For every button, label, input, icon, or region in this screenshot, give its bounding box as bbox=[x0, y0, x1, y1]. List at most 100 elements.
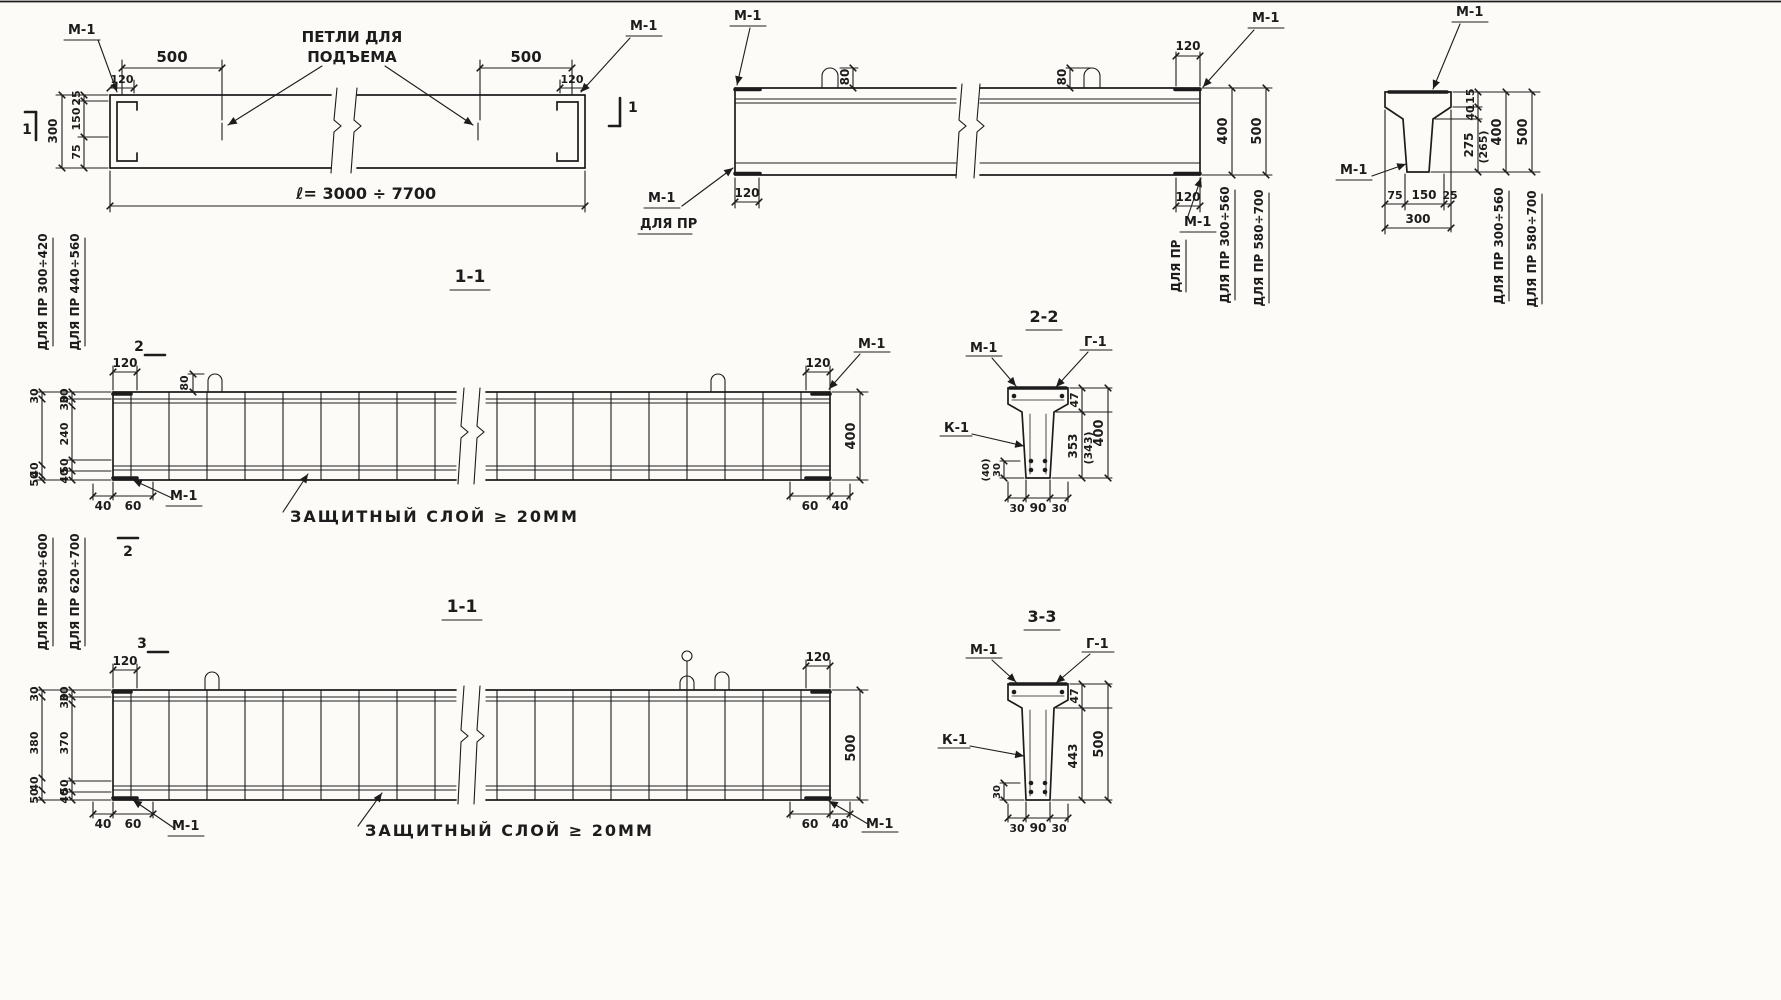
dim-label: 120 bbox=[112, 654, 137, 668]
cage-lines bbox=[1011, 399, 1065, 475]
dim-label: 40 bbox=[95, 499, 112, 513]
dim-label: 30 bbox=[58, 388, 71, 404]
embed-mark-label: М-1 bbox=[630, 19, 657, 34]
dim-label: 120 bbox=[805, 650, 830, 664]
dim-label: 25 bbox=[70, 90, 83, 105]
lifting-loop-left bbox=[821, 67, 839, 89]
dim-label: 120 bbox=[561, 73, 584, 86]
reinforcement-lines bbox=[112, 650, 831, 805]
cut-mark-number: 2 bbox=[123, 544, 133, 560]
lift-loops-leader-left bbox=[227, 65, 323, 126]
dim-label: 30 bbox=[992, 785, 1003, 799]
embed-mark-label: М-1 bbox=[170, 489, 197, 504]
embed-mark-label: М-1 bbox=[858, 337, 885, 352]
section-outline bbox=[1007, 683, 1069, 801]
applicability-note: ДЛЯ ПР 580÷700 bbox=[1252, 189, 1266, 306]
dim-label: 30 bbox=[1051, 502, 1067, 515]
embed-plate-left bbox=[116, 101, 138, 162]
section-title: 2-2 bbox=[1030, 307, 1059, 326]
dim-label: 60 bbox=[802, 499, 819, 513]
dim-label: 30 bbox=[58, 693, 71, 709]
dim-label: 47 bbox=[1068, 392, 1081, 407]
dimensions bbox=[939, 349, 1113, 503]
embed-mark-label: М-1 bbox=[1340, 163, 1367, 178]
dimensions bbox=[35, 537, 899, 837]
dim-label: 300 bbox=[1405, 212, 1430, 226]
rebar-dots bbox=[1011, 393, 1065, 473]
embed-mark-label: М-1 bbox=[970, 341, 997, 356]
for-pr-note: ДЛЯ ПР bbox=[1169, 239, 1183, 292]
lifting-loop-right bbox=[1083, 67, 1101, 89]
dim-label: 380 bbox=[28, 731, 41, 754]
dim-label: 90 bbox=[1030, 501, 1047, 515]
dim-label: 40 bbox=[58, 788, 71, 804]
dim-label: 40 bbox=[95, 817, 112, 831]
cover-note: ЗАЩИТНЫЙ СЛОЙ ≥ 20ММ bbox=[290, 507, 579, 526]
dim-label: 400 bbox=[1216, 117, 1231, 144]
reinforcement-lines bbox=[112, 373, 831, 485]
embed-mark-label: М-1 bbox=[648, 191, 675, 206]
dim-label: 120 bbox=[112, 356, 137, 370]
dim-label: 300 bbox=[46, 118, 60, 143]
dim-label: (343) bbox=[1082, 431, 1095, 464]
rebar-dots bbox=[1011, 689, 1065, 795]
cut-marks bbox=[116, 353, 167, 540]
section-title: 1-1 bbox=[447, 597, 478, 617]
dim-label: 30 bbox=[1009, 822, 1025, 835]
dim-label: 500 bbox=[1250, 117, 1265, 144]
dim-label: 80 bbox=[838, 69, 852, 86]
dim-label: 80 bbox=[178, 375, 191, 391]
embed-mark-label: М-1 bbox=[1184, 215, 1211, 230]
embed-mark-label: М-1 bbox=[68, 23, 95, 38]
section-outline bbox=[1007, 387, 1069, 479]
section-outline bbox=[1384, 91, 1452, 173]
cage-mark-label: К-1 bbox=[944, 421, 969, 436]
dim-label: 75 bbox=[1387, 189, 1402, 202]
dim-label: 30 bbox=[1009, 502, 1025, 515]
dim-label: 50 bbox=[28, 788, 41, 804]
dim-label: 80 bbox=[1055, 69, 1069, 86]
applicability-note: ДЛЯ ПР 300÷420 bbox=[36, 233, 50, 350]
dim-label: (40) bbox=[981, 458, 992, 481]
dim-label: 500 bbox=[1092, 730, 1107, 757]
beam-outline bbox=[112, 391, 831, 481]
dim-label: 30 bbox=[28, 388, 41, 404]
dim-label: 353 bbox=[1066, 433, 1080, 458]
fixator-circle bbox=[681, 650, 693, 662]
m1-right-leader bbox=[580, 37, 631, 93]
dim-label: 400 bbox=[1092, 419, 1107, 446]
plan-cut-marks bbox=[23, 96, 622, 142]
dim-label: 500 bbox=[510, 48, 541, 66]
dim-label: 30 bbox=[58, 395, 71, 411]
cage-lines bbox=[1011, 695, 1065, 797]
dim-label: 60 bbox=[125, 817, 142, 831]
section-2-2: 2-2 М-1 Г-1 К-1 47 353 bbox=[939, 307, 1113, 515]
dim-label: 90 bbox=[1030, 821, 1047, 835]
cut-mark-number: 2 bbox=[134, 339, 144, 355]
section-1-1-top: 1-1 bbox=[28, 233, 891, 560]
embed-mark-label: М-1 bbox=[172, 819, 199, 834]
dim-label: 30 bbox=[1051, 822, 1067, 835]
cover-note: ЗАЩИТНЫЙ СЛОЙ ≥ 20ММ bbox=[365, 821, 654, 840]
dim-label: 150 bbox=[70, 107, 83, 130]
dim-label: 275 bbox=[1462, 132, 1476, 157]
embed-mark-label: М-1 bbox=[1252, 11, 1279, 26]
dim-label: 60 bbox=[125, 499, 142, 513]
dim-label: 500 bbox=[156, 48, 187, 66]
plan-view: М-1 М-1 500 500 120 120 ПЕТЛИ ДЛЯ ПОДЪЕМ… bbox=[22, 19, 663, 213]
dim-label: 40 bbox=[832, 499, 849, 513]
dim-label: 47 bbox=[1068, 688, 1081, 703]
dim-label: 370 bbox=[58, 731, 71, 754]
end-plates bbox=[111, 392, 832, 480]
lifting-loop bbox=[207, 373, 223, 393]
applicability-note: ДЛЯ ПР 440÷560 bbox=[68, 233, 82, 350]
dim-label: 40 bbox=[58, 468, 71, 484]
lifting-loops-note: ПОДЪЕМА bbox=[307, 48, 397, 66]
dim-label: 40 bbox=[832, 817, 849, 831]
elevation-dimensions bbox=[637, 25, 1285, 304]
applicability-note: ДЛЯ ПР 580÷700 bbox=[1525, 190, 1539, 307]
applicability-note: ДЛЯ ПР 300÷560 bbox=[1218, 186, 1232, 303]
cage-mark-label: К-1 bbox=[942, 733, 967, 748]
dim-label: 50 bbox=[58, 458, 71, 474]
section-1-1-bottom: 1-1 bbox=[28, 533, 899, 840]
